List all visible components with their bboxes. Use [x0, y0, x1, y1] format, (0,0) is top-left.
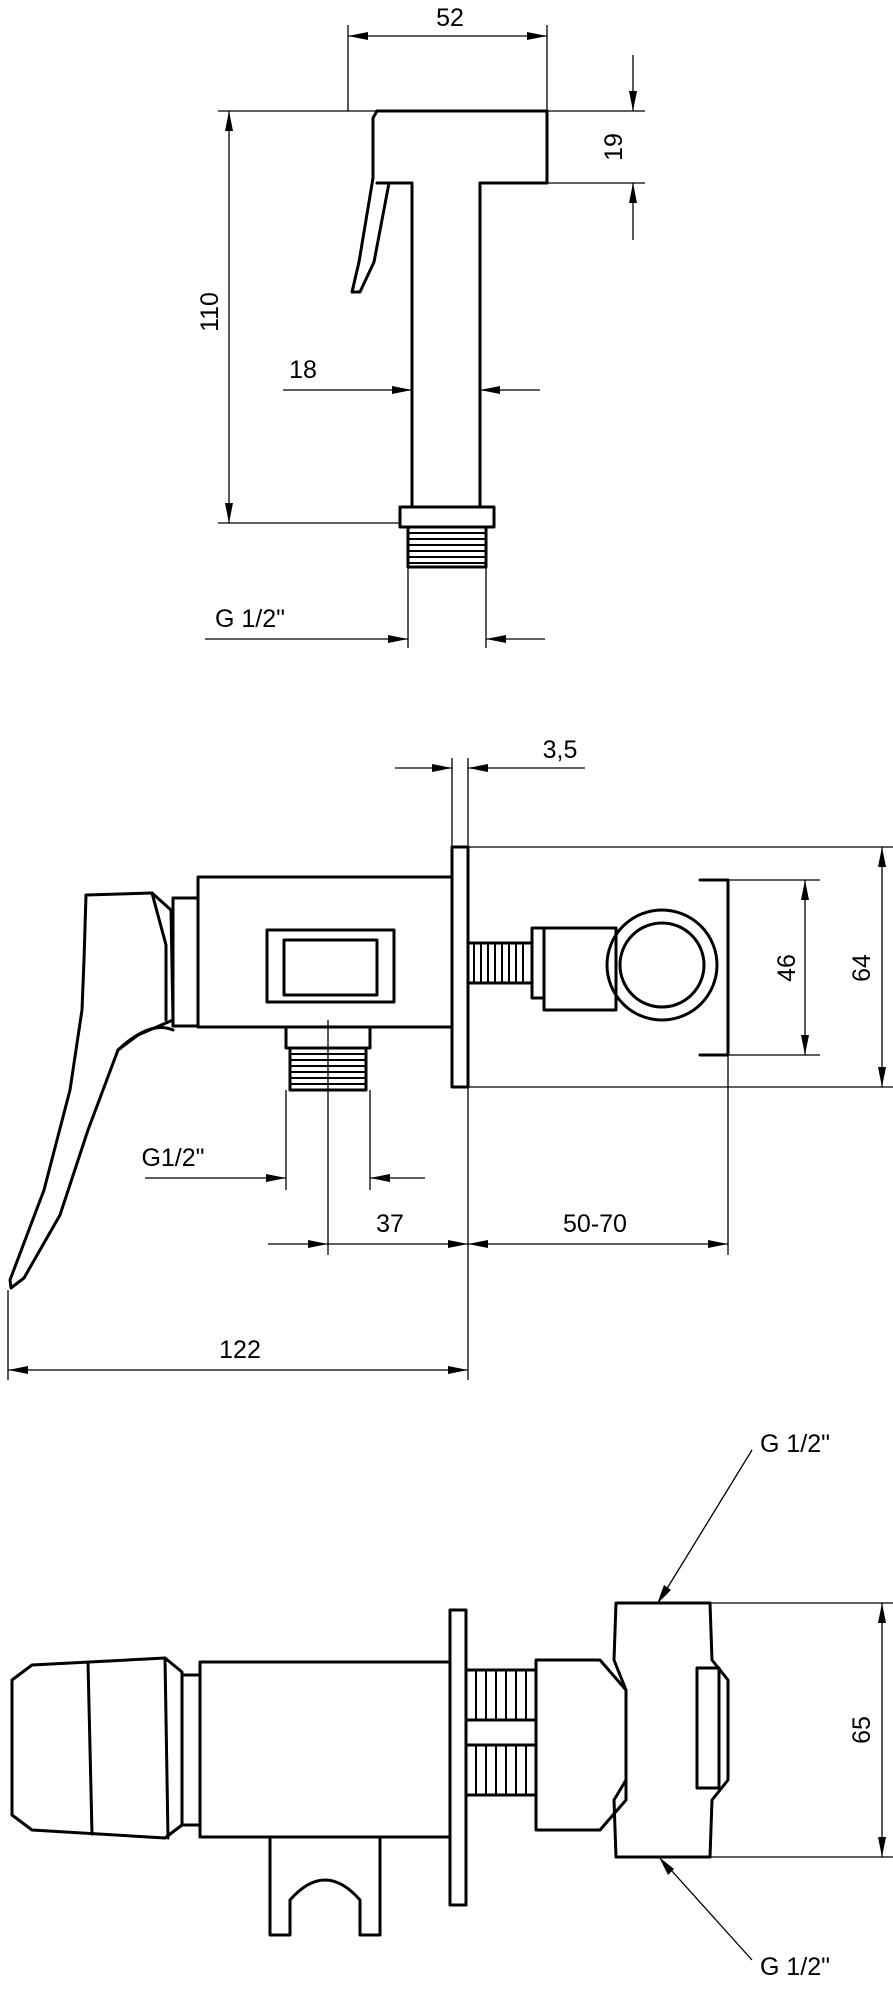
dim-total-length: 122: [219, 1336, 261, 1364]
dim-wall-distance: 50-70: [563, 1210, 627, 1238]
plan-lever: [10, 1656, 184, 1840]
shower-thread-lines: [408, 532, 486, 564]
plan-collar: [180, 1673, 202, 1827]
valve-body: [196, 875, 454, 1029]
dim-plate: 3,5: [543, 736, 578, 764]
holder-ring-outer: [605, 908, 719, 1022]
shower-head-outline: [375, 109, 549, 509]
dim-head-height: 19: [600, 133, 628, 161]
pipe-thread-lines: [473, 943, 524, 983]
dim-stem-width: 18: [289, 356, 317, 384]
holder-ring-inner: [618, 921, 706, 1009]
hand-shower-view: 52 19 110 18 G 1/2": [196, 4, 645, 648]
label-thread-top: G 1/2": [760, 1430, 830, 1458]
dim-plan-height: 65: [848, 1716, 876, 1744]
dim-side-height: 64: [848, 954, 876, 982]
shower-thread: [406, 525, 488, 569]
valve-collar: [171, 896, 200, 1028]
valve-side-view: 3,5 46 64 G1/2" 37 50-70: [7, 736, 893, 1380]
dim-outlet-offset: 37: [376, 1210, 404, 1238]
plan-body: [198, 1660, 452, 1839]
valve-window-inner: [282, 938, 379, 997]
label-thread-bottom: G 1/2": [760, 1953, 830, 1981]
dim-outlet-thread: G1/2": [141, 1144, 204, 1172]
plan-plate: [448, 1608, 468, 1907]
wall-plate: [450, 845, 470, 1089]
shower-nut: [398, 505, 496, 529]
plan-connector: [534, 1658, 628, 1832]
valve-plan-view: G 1/2" G 1/2" 65: [10, 1430, 893, 1981]
dim-total-height: 110: [196, 292, 224, 332]
dim-thread: G 1/2": [215, 605, 285, 633]
shower-trigger: [350, 109, 391, 294]
plan-elbow-window: [695, 1666, 721, 1790]
dim-width: 52: [436, 4, 464, 32]
holder-body: [542, 926, 618, 1012]
valve-lever: [8, 891, 175, 1290]
holder-neck: [530, 926, 546, 1000]
valve-window-outer: [265, 928, 396, 1004]
plan-holder: [268, 1835, 382, 1937]
dim-holder-height: 46: [773, 954, 801, 982]
plan-elbow: [612, 1601, 730, 1859]
plan-pipe-threads: [475, 1670, 527, 1795]
